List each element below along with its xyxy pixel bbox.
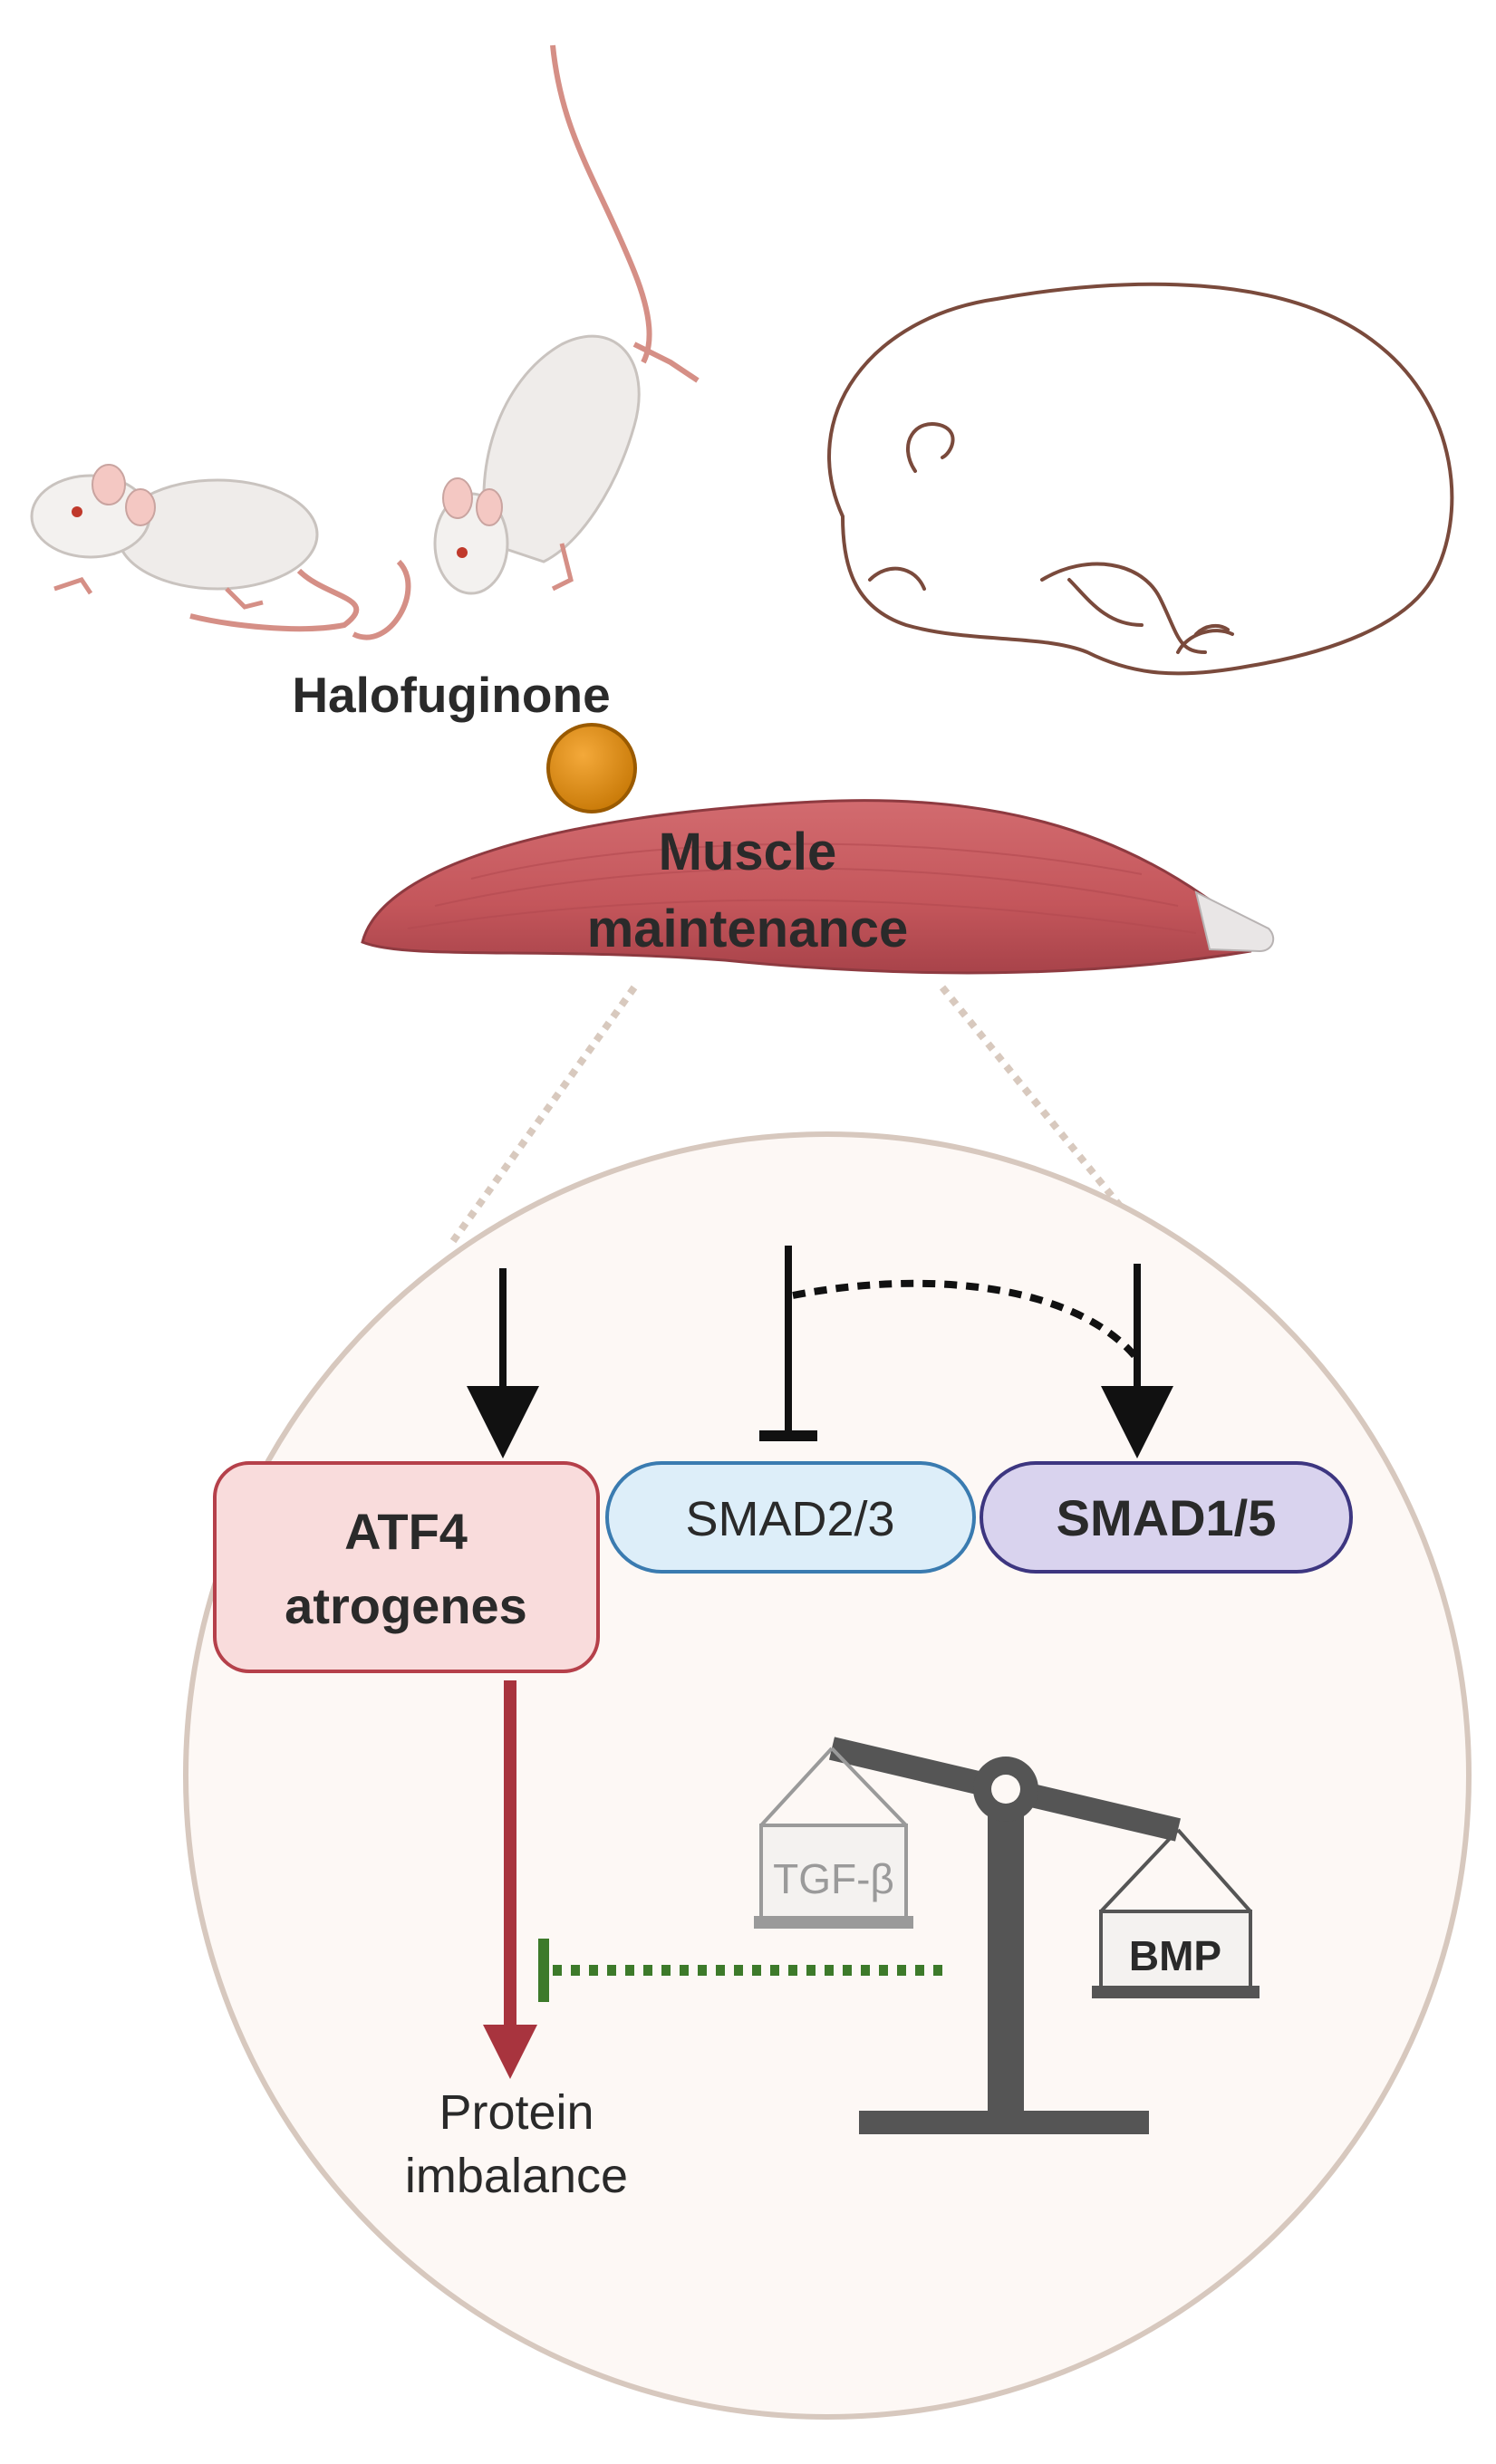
atf4-label-line2: atrogenes: [285, 1577, 527, 1634]
dotted-crosstalk-arrow: [792, 1279, 1141, 1362]
zoom-circle: [183, 1131, 1472, 2420]
atf4-box: [213, 1461, 600, 1673]
atf4-label-line1: ATF4: [344, 1503, 468, 1560]
drug-label: Halofuginone: [292, 667, 610, 723]
inhibit-smad23: [759, 1246, 817, 1441]
arrow-to-imbalance-head: [483, 2025, 537, 2079]
green-inhibition: [538, 1939, 942, 2002]
outcome-label-line1: Protein: [439, 2085, 594, 2140]
tgfb-label: TGF-β: [773, 1855, 894, 1902]
muscle-label-line1: Muscle: [659, 823, 837, 881]
balance-scale-icon: [754, 1737, 1260, 2134]
hibernating-animal-icon: [827, 282, 1454, 676]
drug-sphere: [546, 723, 637, 813]
mouse-icon: [30, 464, 411, 640]
smad15-pill: [980, 1461, 1353, 1574]
smad23-pill: [605, 1461, 976, 1574]
bmp-label: BMP: [1129, 1932, 1221, 1979]
muscle-label-line2: maintenance: [587, 900, 909, 958]
muscle-icon: [361, 799, 1275, 975]
smad15-label: SMAD1/5: [1057, 1489, 1277, 1546]
outcome-label-line2: imbalance: [405, 2149, 628, 2203]
smad23-label: SMAD2/3: [685, 1492, 894, 1546]
rat-icon: [433, 44, 700, 595]
